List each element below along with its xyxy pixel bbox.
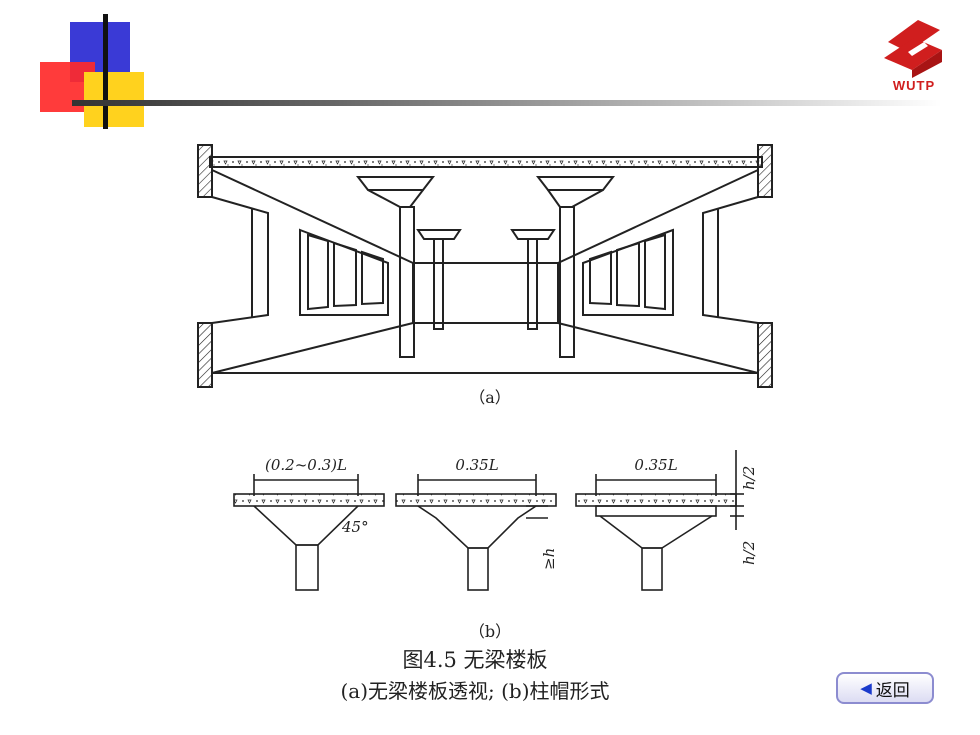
decor-horizontal-rule: [72, 100, 942, 106]
dim-label-3: 0.35L: [634, 456, 677, 474]
back-button[interactable]: ◀ 返回: [836, 672, 934, 704]
left-triangle-icon: ◀: [860, 679, 872, 697]
depth-label: ≥h: [540, 548, 558, 570]
dim-label-2: 0.35L: [455, 456, 498, 474]
flat-slab-perspective-drawing: [197, 144, 773, 388]
back-button-label: 返回: [875, 680, 910, 701]
figure-b-label: （b）: [468, 622, 512, 641]
dim-label-1: (0.2~0.3)L: [265, 456, 347, 474]
logo-text: WUTP: [892, 78, 936, 93]
decor-vertical-line: [103, 14, 108, 129]
figure-caption-title: 图4.5 无梁楼板: [402, 648, 548, 672]
wutp-logo-icon: [884, 20, 942, 78]
figure-caption-subtitle: (a)无梁楼板透视; (b)柱帽形式: [340, 679, 610, 703]
half-h-top-label: h/2: [740, 466, 758, 490]
angle-label: 45°: [341, 518, 369, 536]
column-capital-forms-drawing: (0.2~0.3)L 0.35L 0.35L 45° ≥h h/2 h/2: [233, 450, 758, 591]
decor-yellow-block: [84, 72, 144, 127]
half-h-bottom-label: h/2: [740, 541, 758, 565]
figure-a-label: （a）: [469, 388, 511, 407]
